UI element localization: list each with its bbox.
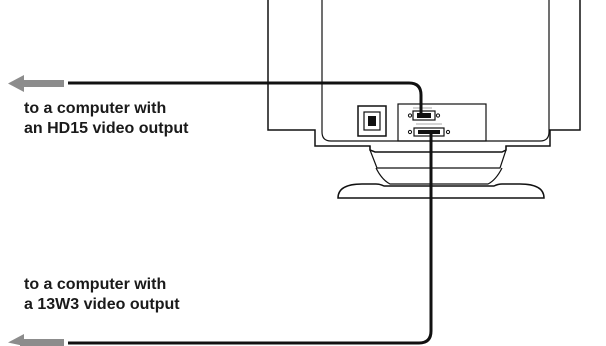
- hd15-screw-left: [407, 113, 413, 118]
- w13w3-screw-left: [407, 129, 413, 135]
- ac-power-inlet: [357, 105, 387, 137]
- w13w3-screw-right: [445, 129, 451, 135]
- w13w3-connector-pins: [418, 130, 440, 134]
- connector-panel-plate: [397, 103, 487, 142]
- monitor-neck: [369, 146, 507, 169]
- w13w3-connector: [407, 127, 451, 137]
- hd15-arrow: [8, 75, 64, 92]
- hd15-connector-pins: [417, 113, 431, 118]
- ac-inlet-socket: [368, 116, 376, 126]
- connector-panel: [397, 103, 487, 142]
- w13w3-label-line2: a 13W3 video output: [24, 296, 180, 313]
- hd15-arrow-head: [8, 75, 24, 92]
- hd15-connector: [407, 110, 441, 121]
- w13w3-arrow-shaft: [20, 339, 64, 346]
- hd15-label: to a computer with an HD15 video output: [24, 99, 188, 139]
- hd15-label-line2: an HD15 video output: [24, 120, 189, 137]
- w13w3-label: to a computer with a 13W3 video output: [24, 275, 180, 315]
- hd15-cable: [68, 81, 423, 116]
- hd15-label-line1: to a computer with: [24, 100, 167, 117]
- w13w3-cable: [68, 132, 433, 345]
- ac-inlet-outer: [357, 105, 387, 137]
- monitor-rear: [267, 0, 581, 199]
- monitor-outer-housing: [267, 0, 581, 153]
- w13w3-arrow-head: [8, 334, 24, 346]
- stand-swivel: [375, 167, 503, 185]
- ac-inlet-inner: [363, 111, 381, 131]
- monitor-stand: [337, 183, 545, 199]
- hd15-screw-right: [435, 113, 441, 118]
- w13w3-arrow: [8, 334, 64, 346]
- hd15-arrow-shaft: [20, 80, 64, 87]
- w13w3-label-line1: to a computer with: [24, 276, 167, 293]
